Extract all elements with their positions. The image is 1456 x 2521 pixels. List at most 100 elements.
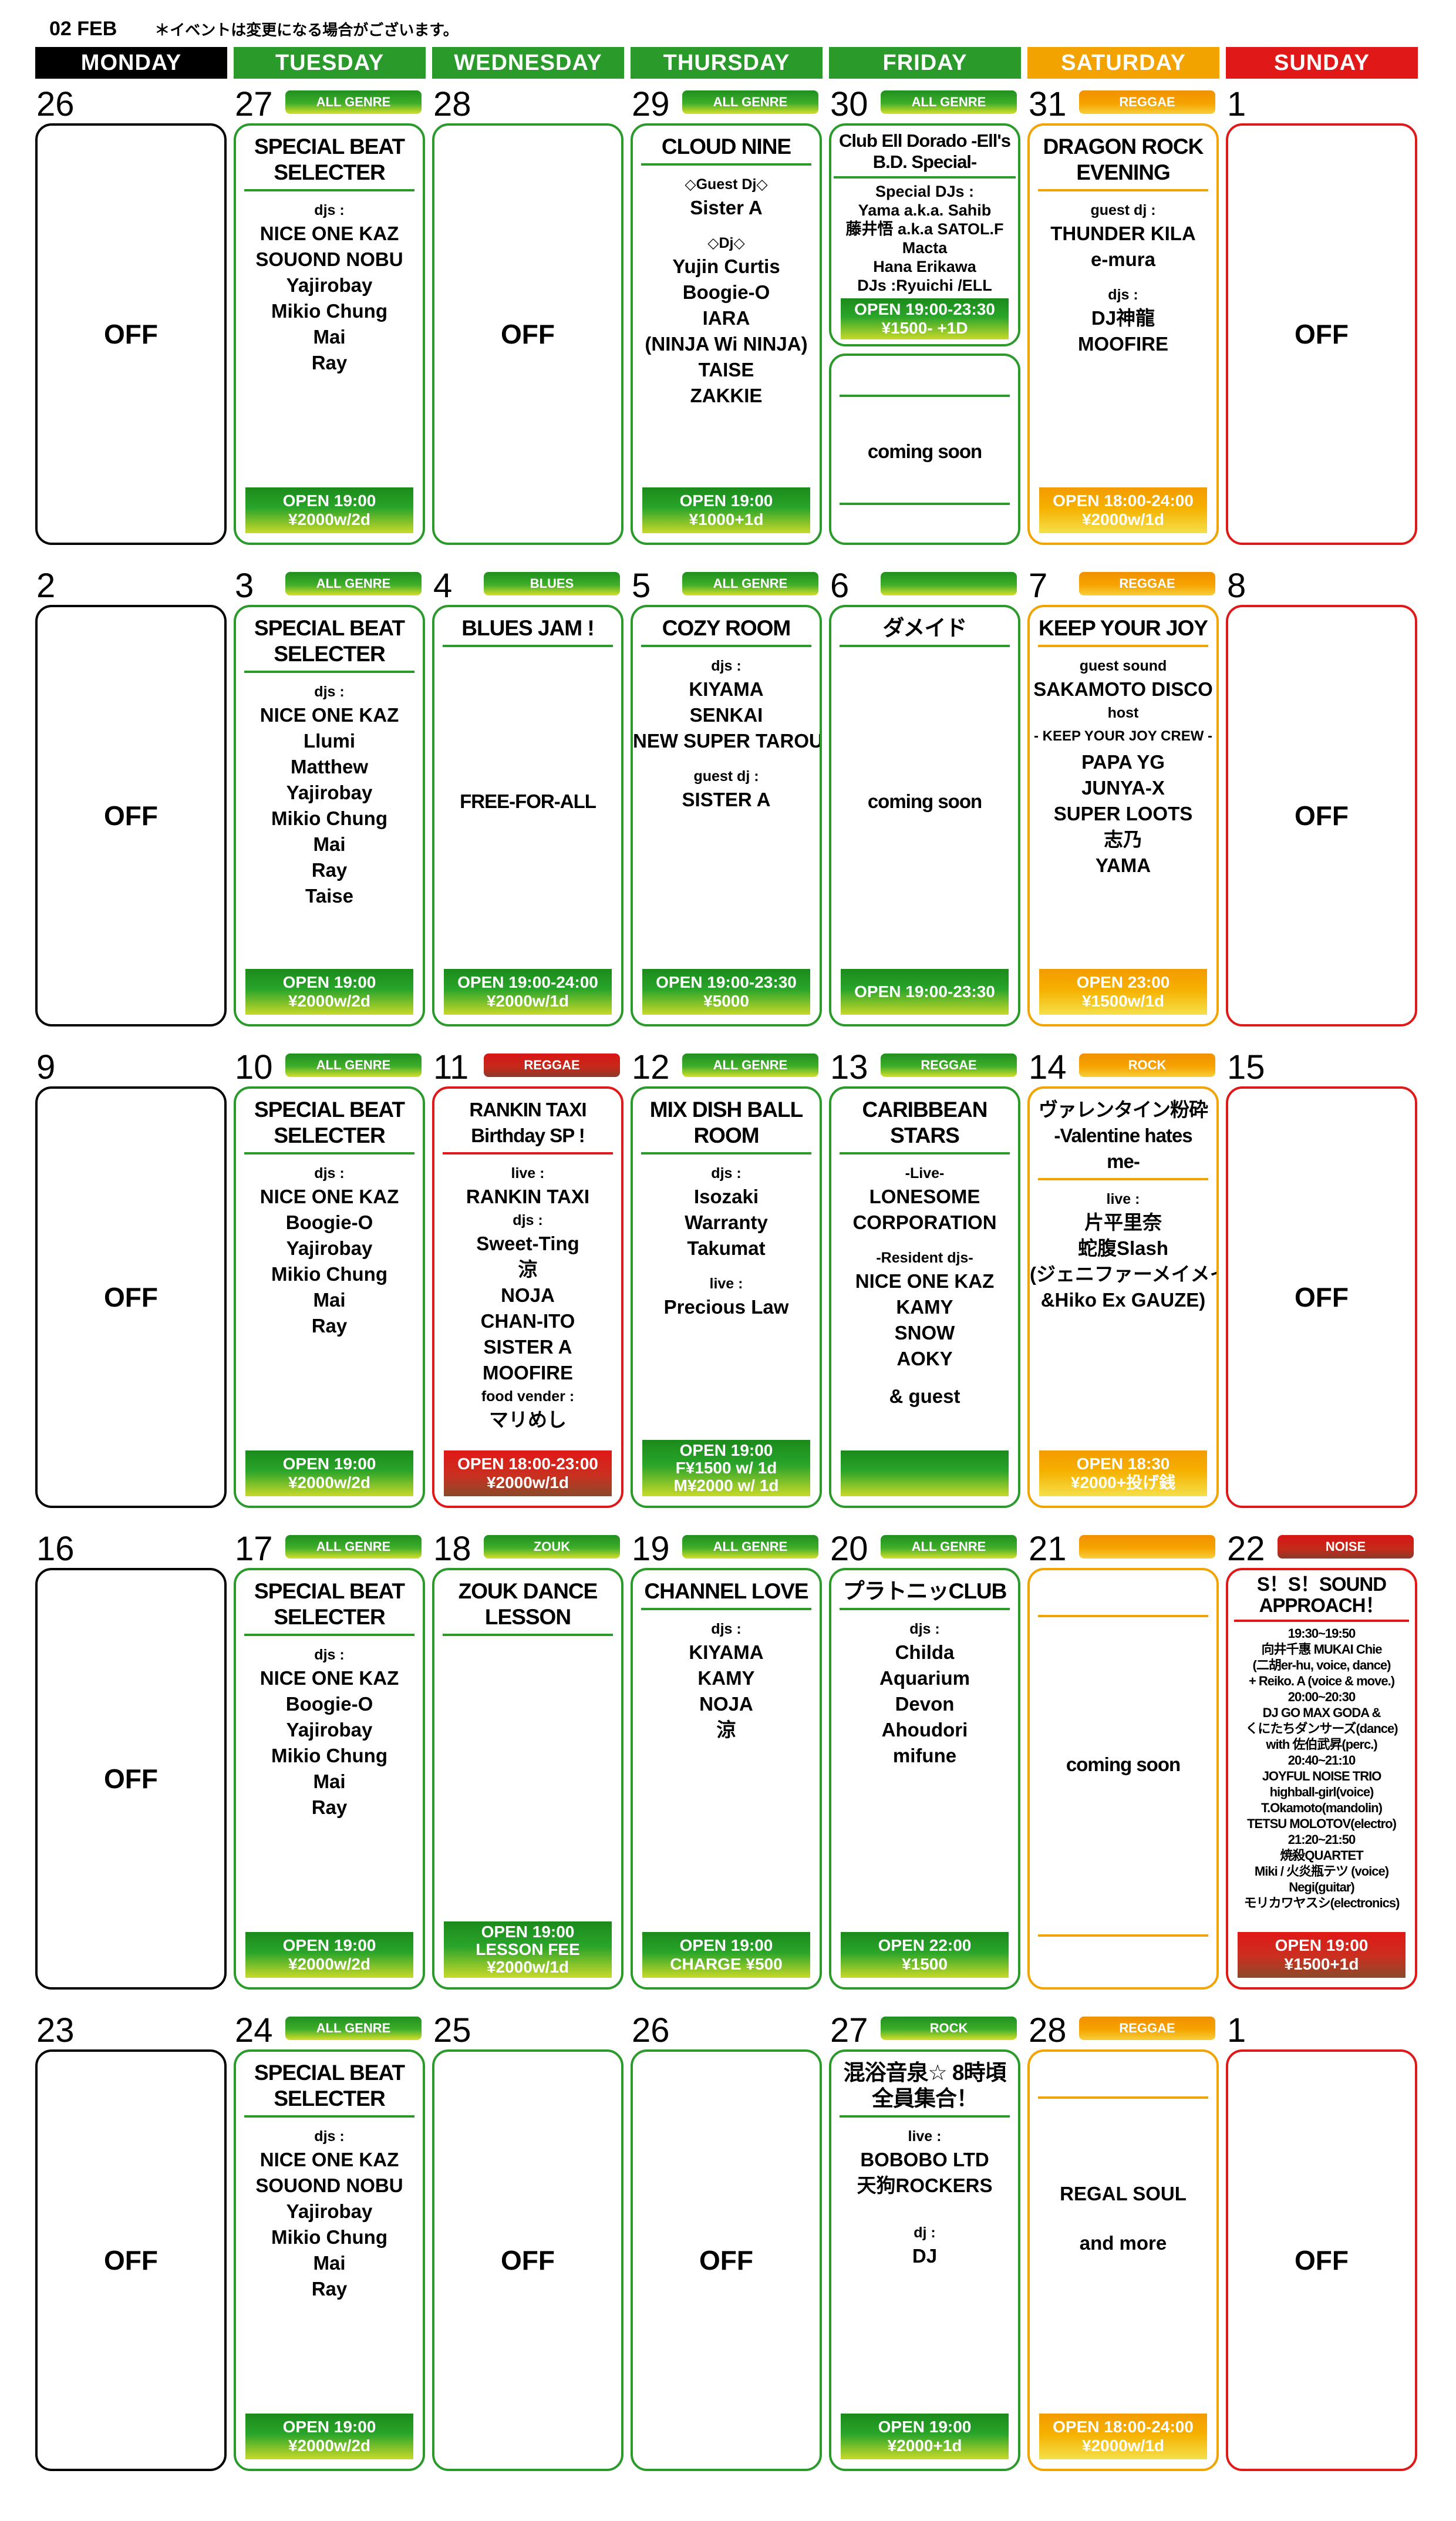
event-card[interactable]: RANKIN TAXI Birthday SP !live :RANKIN TA… xyxy=(432,1086,623,1508)
event-title: SPECIAL BEAT SELECTER xyxy=(244,1097,414,1155)
off-day-card[interactable]: OFF xyxy=(631,2049,822,2471)
lineup-line: マリめし xyxy=(489,1409,567,1431)
lineup-line: RANKIN TAXI xyxy=(466,1186,590,1207)
notice-text: ＊イベントは変更になる場合がございます。 xyxy=(154,21,459,39)
event-card[interactable]: coming soon xyxy=(1027,1568,1219,1990)
lineup-line: Ray xyxy=(311,1796,348,1818)
event-card[interactable]: coming soon xyxy=(829,354,1020,545)
lineup-line: NICE ONE KAZ xyxy=(259,1667,399,1689)
day-number: 2 xyxy=(36,567,56,605)
off-day-card[interactable]: OFF xyxy=(1226,1086,1417,1508)
lineup-line: TAISE xyxy=(698,359,754,381)
off-day-card[interactable]: OFF xyxy=(1226,123,1417,545)
lineup-line: guest dj : xyxy=(693,768,759,785)
event-card[interactable]: CLOUD NINE◇Guest Dj◇Sister A◇Dj◇Yujin Cu… xyxy=(631,123,822,545)
lineup-line: AOKY xyxy=(896,1348,953,1369)
off-day-card[interactable]: OFF xyxy=(35,123,227,545)
off-day-card[interactable]: OFF xyxy=(432,123,623,545)
day-number: 11 xyxy=(433,1048,469,1086)
day-number: 29 xyxy=(632,85,670,123)
weekday-label-monday: MONDAY xyxy=(35,47,227,79)
lineup-line: SOUOND NOBU xyxy=(255,2175,403,2196)
day-number: 1 xyxy=(1227,85,1246,123)
off-day-card[interactable]: OFF xyxy=(35,2049,227,2471)
footer-line: ¥2000w/1d xyxy=(486,1958,569,1976)
footer-line: ¥2000w/2d xyxy=(288,992,371,1010)
footer-line: OPEN 19:00 xyxy=(282,2418,376,2436)
off-day-card[interactable]: OFF xyxy=(35,1086,227,1508)
off-day-card[interactable]: OFF xyxy=(35,605,227,1026)
lineup-line: ZAKKIE xyxy=(690,385,763,406)
event-card[interactable]: ヴァレンタイン粉砕 -Valentine hates me-live :片平里奈… xyxy=(1027,1086,1219,1508)
lineup-line: 涼 xyxy=(716,1719,736,1741)
genre-tag: ALL GENRE xyxy=(682,572,818,595)
event-card[interactable]: Club Ell Dorado ‐Ell's B.D. Special‐Spec… xyxy=(829,123,1020,346)
genre-tag: REGGAE xyxy=(1079,572,1215,595)
lineup-line: Aquarium xyxy=(879,1667,970,1689)
lineup-line: Yajirobay xyxy=(286,2200,373,2222)
off-day-card[interactable]: OFF xyxy=(1226,2049,1417,2471)
lineup-line: live : xyxy=(511,1165,545,1182)
off-day-card[interactable]: OFF xyxy=(35,1568,227,1990)
lineup-line: Matthew xyxy=(291,756,368,777)
footer-line: OPEN 23:00 xyxy=(1076,973,1170,991)
off-day-card[interactable]: OFF xyxy=(1226,605,1417,1026)
lineup-line: and more xyxy=(1079,2232,1167,2254)
off-day-card[interactable]: OFF xyxy=(432,2049,623,2471)
